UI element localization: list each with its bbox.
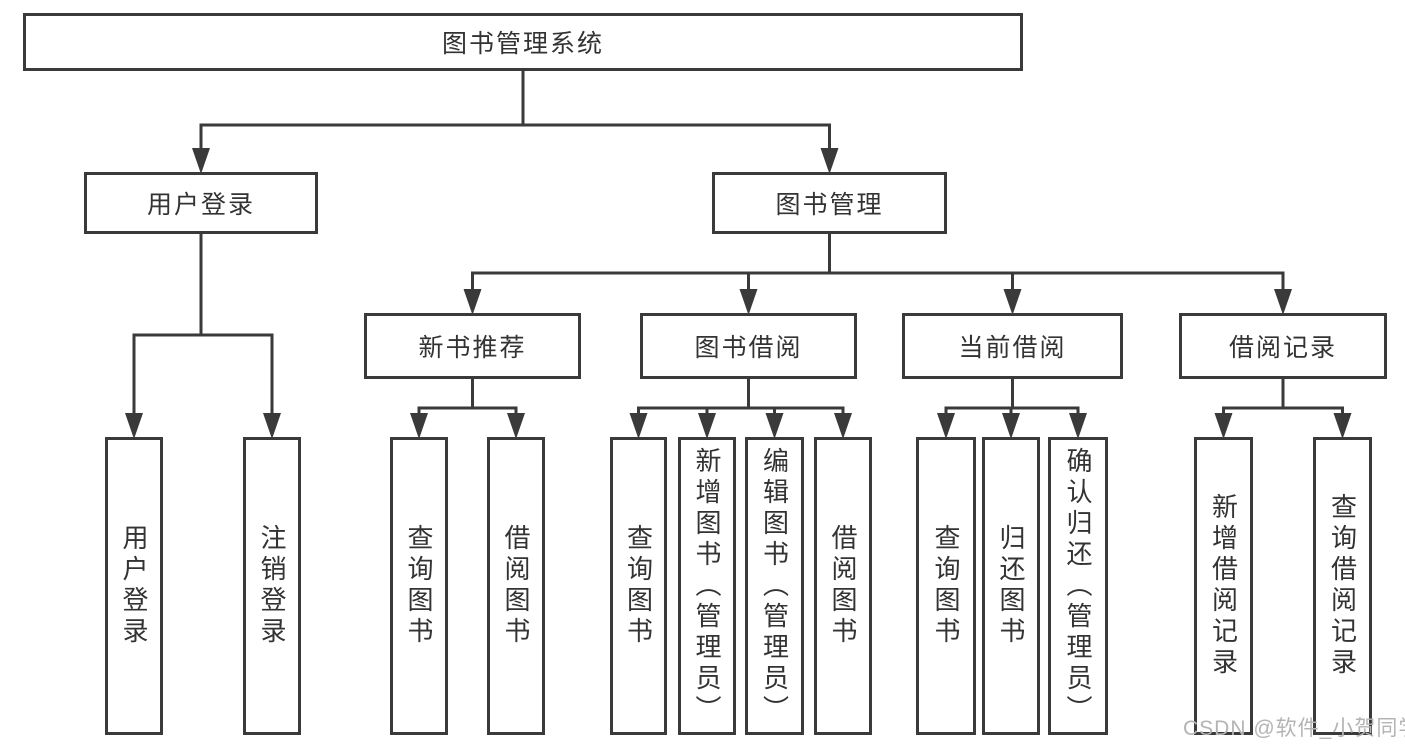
node-borrow-records: 借阅记录 xyxy=(1179,313,1387,379)
node-label-leaf-user-login: 用户登录 xyxy=(119,524,149,648)
node-leaf-add-book-admin: 新增图书（管理员） xyxy=(678,437,736,735)
arrowhead-icon xyxy=(125,413,143,439)
node-label-book-mgmt: 图书管理 xyxy=(775,191,884,219)
node-label-leaf-add-book-admin: 新增图书（管理员） xyxy=(692,446,722,726)
node-label-borrow-records: 借阅记录 xyxy=(1228,334,1337,362)
node-label-leaf-return-book: 归还图书 xyxy=(996,524,1026,648)
node-current-borrow: 当前借阅 xyxy=(902,313,1123,379)
arrowhead-icon xyxy=(1069,413,1087,439)
node-leaf-query-book-rec: 查询图书 xyxy=(390,437,448,735)
arrowhead-icon xyxy=(1002,413,1020,439)
node-label-leaf-borrow-book: 借阅图书 xyxy=(828,524,858,648)
arrowhead-icon xyxy=(192,148,210,174)
node-leaf-borrow-book: 借阅图书 xyxy=(814,437,872,735)
arrowhead-icon xyxy=(629,413,648,439)
node-leaf-query-book-current: 查询图书 xyxy=(916,437,976,735)
node-book-borrow: 图书借阅 xyxy=(640,313,857,379)
arrowhead-icon xyxy=(1333,413,1352,439)
arrowhead-icon xyxy=(507,413,525,439)
arrowhead-icon xyxy=(410,413,428,439)
arrowhead-icon xyxy=(1274,289,1292,315)
csdn-watermark: CSDN @软件_小贺同学 xyxy=(1183,717,1405,740)
node-label-current-borrow: 当前借阅 xyxy=(958,334,1067,362)
arrowhead-icon xyxy=(739,289,758,315)
node-label-leaf-query-book-rec: 查询图书 xyxy=(404,524,434,648)
node-label-user-login: 用户登录 xyxy=(146,191,255,219)
node-book-mgmt: 图书管理 xyxy=(712,172,947,234)
node-leaf-edit-book-admin: 编辑图书（管理员） xyxy=(745,437,804,735)
node-label-leaf-logout: 注销登录 xyxy=(257,524,287,648)
arrowhead-icon xyxy=(463,289,482,315)
node-root: 图书管理系统 xyxy=(23,13,1023,71)
node-label-leaf-borrow-book-rec: 借阅图书 xyxy=(501,524,531,648)
node-label-new-book-rec: 新书推荐 xyxy=(418,334,527,362)
arrowhead-icon xyxy=(698,413,716,439)
node-label-root: 图书管理系统 xyxy=(441,30,604,58)
node-user-login: 用户登录 xyxy=(84,172,318,234)
node-leaf-add-borrow-record: 新增借阅记录 xyxy=(1194,437,1253,735)
arrowhead-icon xyxy=(1214,413,1233,439)
arrowhead-icon xyxy=(263,413,281,439)
arrowhead-icon xyxy=(834,413,852,439)
node-label-leaf-confirm-return-admin: 确认归还（管理员） xyxy=(1063,446,1093,726)
arrowhead-icon xyxy=(937,413,955,439)
node-leaf-query-borrow-record: 查询借阅记录 xyxy=(1313,437,1372,735)
node-leaf-return-book: 归还图书 xyxy=(982,437,1040,735)
arrowhead-icon xyxy=(1003,289,1022,315)
node-new-book-rec: 新书推荐 xyxy=(364,313,581,379)
arrowhead-icon xyxy=(820,148,839,174)
node-label-leaf-add-borrow-record: 新增借阅记录 xyxy=(1208,493,1239,679)
node-leaf-logout: 注销登录 xyxy=(243,437,301,735)
node-label-leaf-query-book-current: 查询图书 xyxy=(931,524,961,648)
node-label-book-borrow: 图书借阅 xyxy=(694,334,803,362)
node-label-leaf-query-book-borrow: 查询图书 xyxy=(623,524,654,648)
node-label-leaf-edit-book-admin: 编辑图书（管理员） xyxy=(759,446,790,726)
node-label-leaf-query-borrow-record: 查询借阅记录 xyxy=(1327,493,1358,679)
node-leaf-query-book-borrow: 查询图书 xyxy=(610,437,667,735)
arrowhead-icon xyxy=(765,413,784,439)
node-leaf-borrow-book-rec: 借阅图书 xyxy=(487,437,545,735)
node-leaf-confirm-return-admin: 确认归还（管理员） xyxy=(1048,437,1108,735)
node-leaf-user-login: 用户登录 xyxy=(105,437,163,735)
